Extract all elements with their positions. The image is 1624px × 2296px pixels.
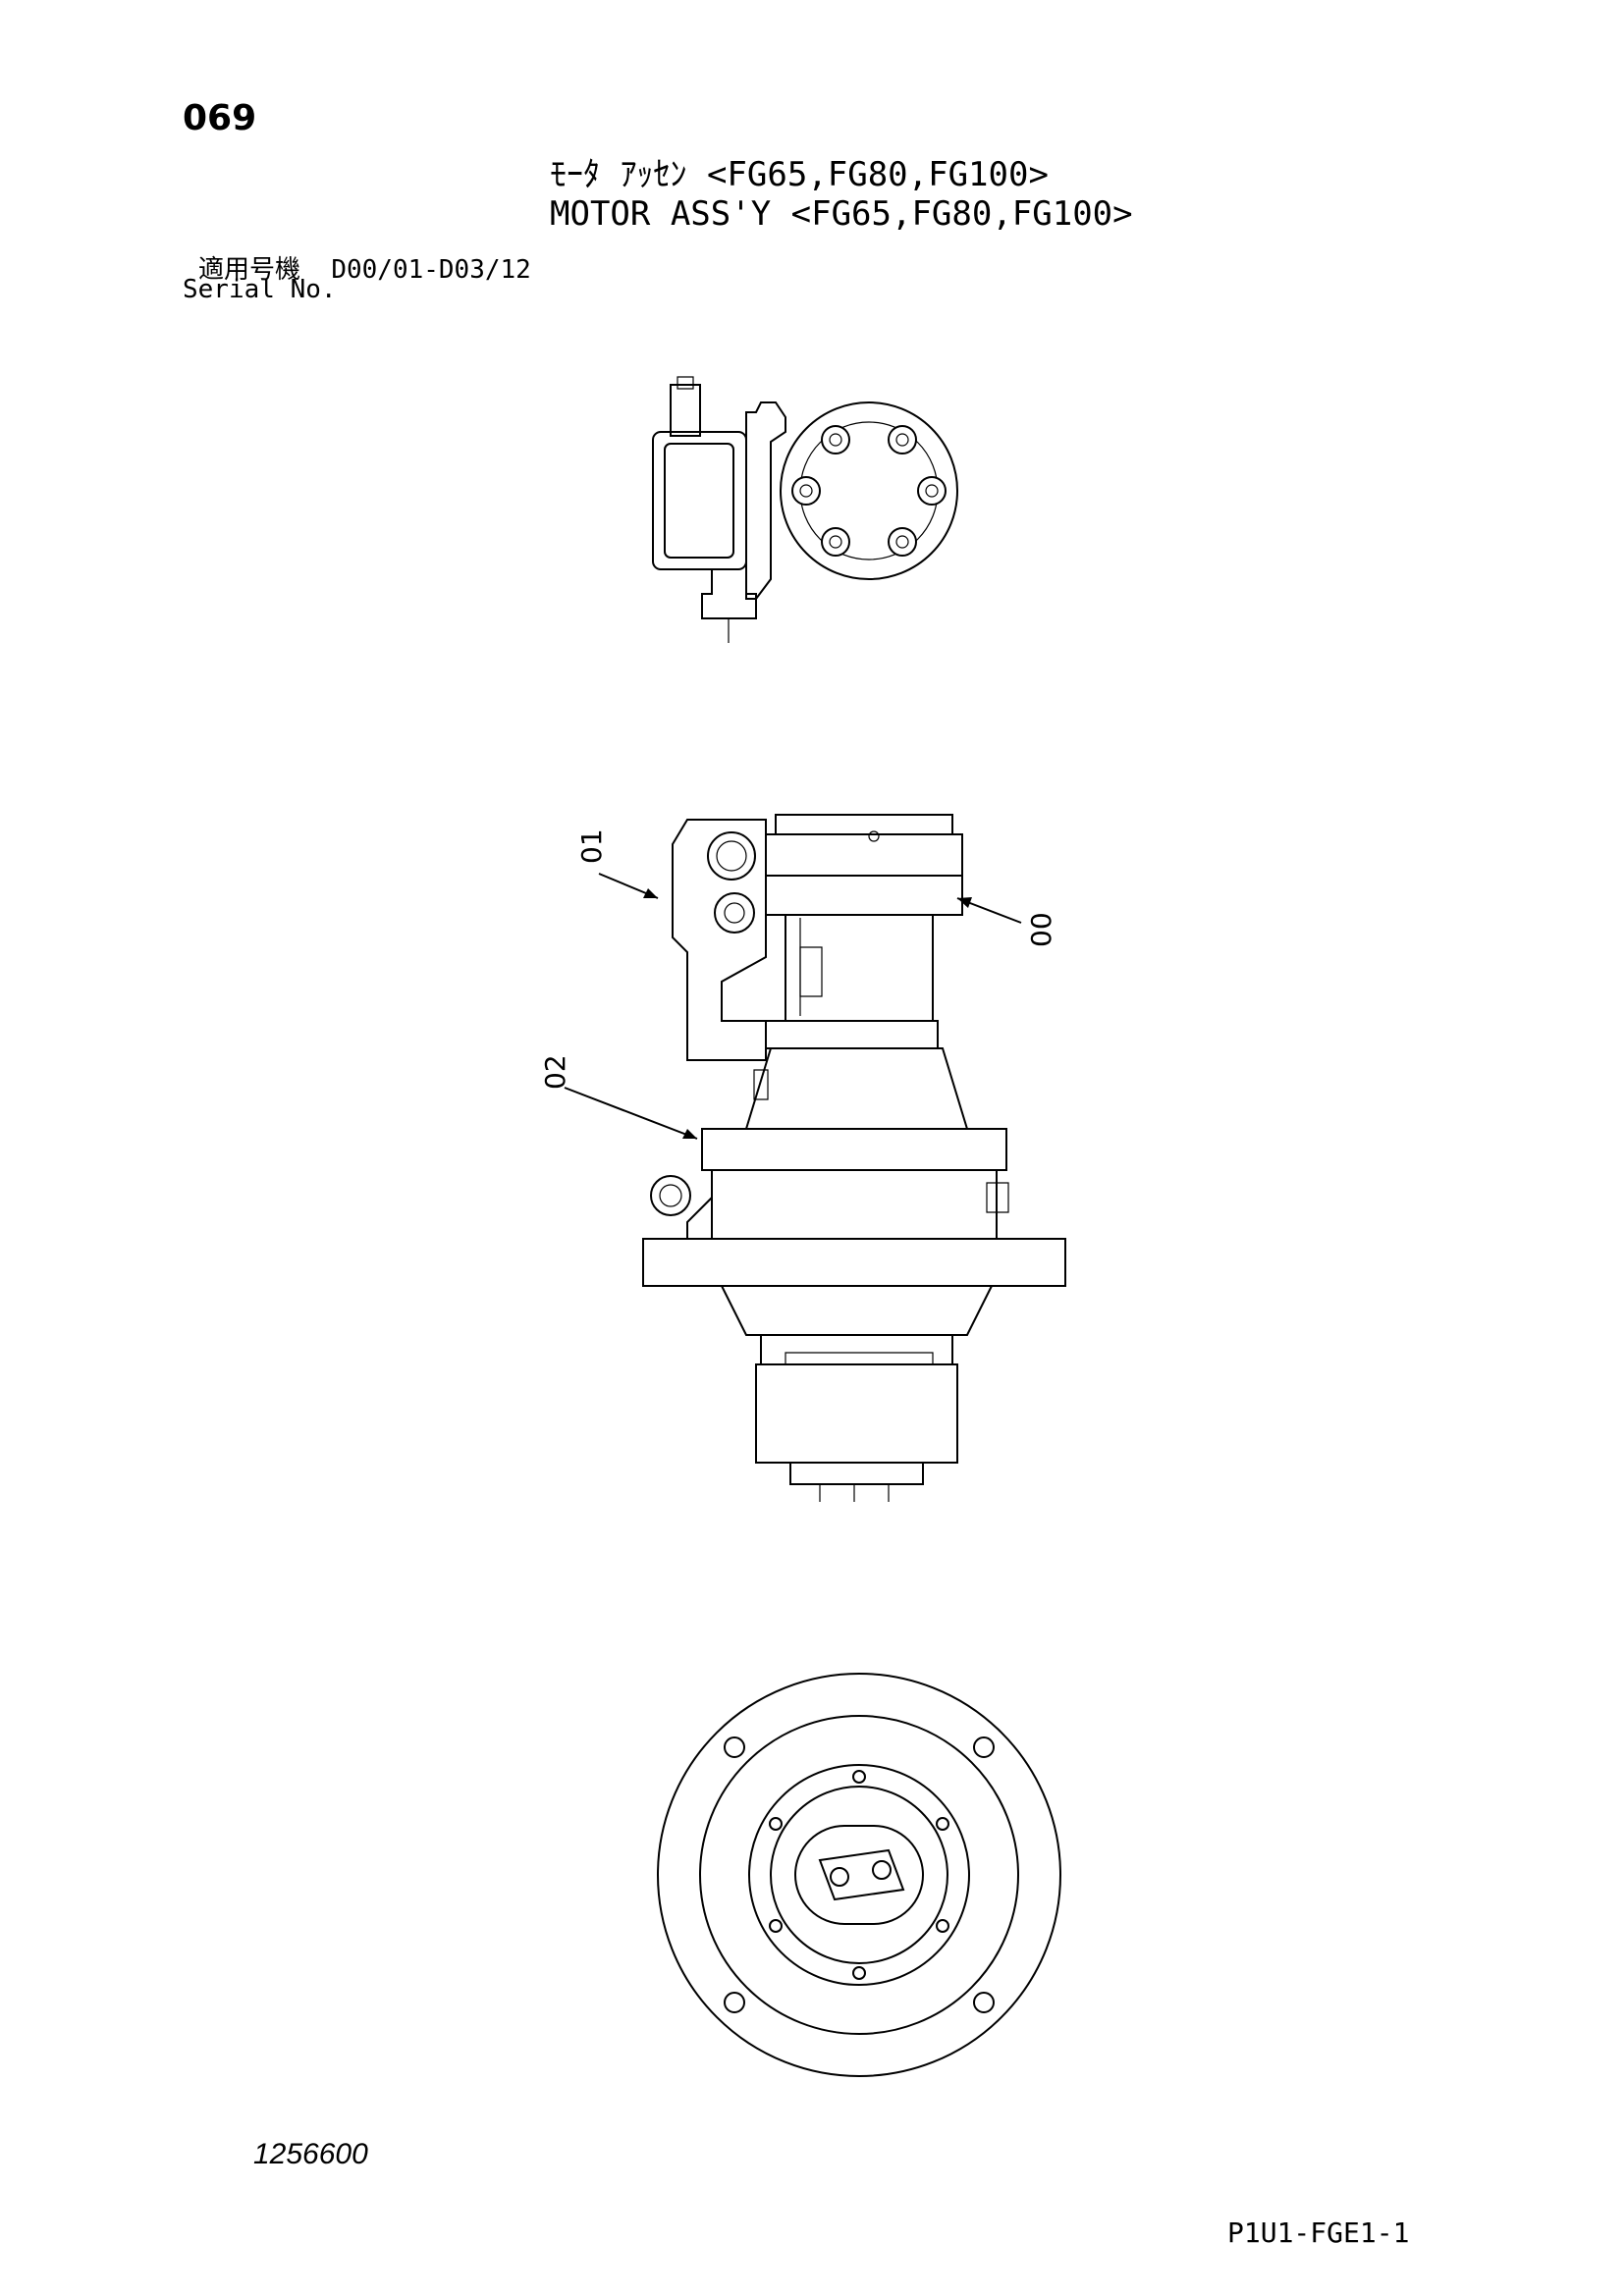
mounting-flange <box>643 1239 1065 1286</box>
gear-case-body <box>712 1170 997 1239</box>
output-ring <box>761 1335 952 1364</box>
port-fitting-lower <box>715 893 754 933</box>
serial-label-japanese: 適用号機 <box>198 255 301 285</box>
output-housing <box>756 1364 957 1463</box>
bottom-flange-outer <box>658 1674 1060 2076</box>
housing-plate <box>800 947 822 996</box>
output-cap <box>790 1463 923 1484</box>
top-bottom-nut <box>702 569 756 618</box>
bottom-flange-holes <box>725 1737 994 2012</box>
top-valve-block <box>653 432 746 569</box>
top-view <box>653 377 957 643</box>
page-number: 069 <box>183 98 257 138</box>
serial-row: 適用号機 D00/01-D03/12 <box>198 249 531 286</box>
motor-cap <box>776 815 952 834</box>
gear-case-ring <box>702 1129 1006 1170</box>
shaft-housing <box>785 915 933 1021</box>
reducer-neck <box>766 1021 938 1048</box>
bottom-port-plate <box>820 1850 903 1899</box>
flange-taper <box>722 1286 992 1335</box>
port-block <box>673 820 766 1060</box>
lifting-eye <box>651 1176 690 1215</box>
callout-02: 02 <box>539 1054 571 1090</box>
bottom-hub-bolts <box>770 1771 948 1979</box>
title-english: MOTOR ASS'Y <FG65,FG80,FG100> <box>550 194 1133 234</box>
callout-00: 00 <box>1025 912 1057 947</box>
top-body <box>746 402 785 599</box>
drawing-number: 1256600 <box>253 2138 368 2170</box>
reducer-cone <box>746 1048 967 1129</box>
motor-head-upper <box>766 834 962 876</box>
sheet-code: P1U1-FGE1-1 <box>1227 2216 1410 2249</box>
side-view: 01 00 02 <box>539 815 1065 1502</box>
title-japanese: ﾓｰﾀ ｱｯｾﾝ <FG65,FG80,FG100> <box>550 155 1049 194</box>
serial-range: D00/01-D03/12 <box>331 255 531 285</box>
bottom-center-boss <box>795 1826 923 1924</box>
top-flange-bolts <box>792 426 946 556</box>
bottom-flange-inner <box>700 1716 1018 2034</box>
bottom-view <box>658 1674 1060 2076</box>
bottom-hub-inner <box>771 1787 947 1963</box>
top-fitting-cap <box>677 377 693 389</box>
top-valve-fitting <box>671 385 700 436</box>
port-fitting-upper <box>708 832 755 880</box>
serial-label-english: Serial No. <box>183 275 337 304</box>
bottom-hub-outer <box>749 1765 969 1985</box>
top-valve-inner <box>665 444 733 558</box>
leader-02 <box>565 1088 697 1139</box>
callout-01: 01 <box>575 828 608 864</box>
motor-head-lower <box>766 876 962 915</box>
